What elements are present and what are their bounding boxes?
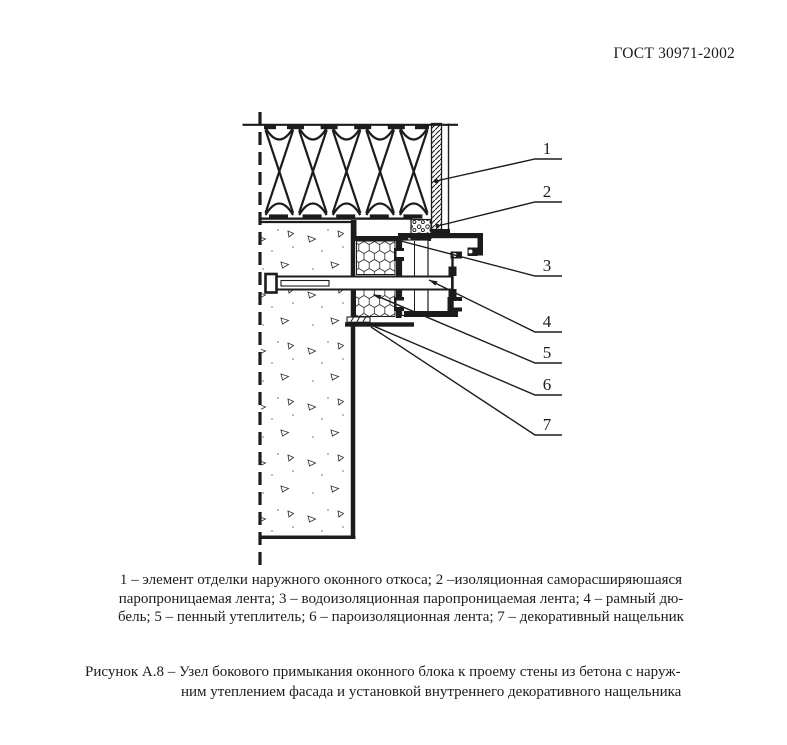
legend-line-1: 1 – элемент отделки наружного оконного о… xyxy=(119,572,683,588)
callout-label-5: 5 xyxy=(543,343,552,362)
frame-dowel xyxy=(264,272,453,294)
legend-line-3: бель; 5 – пенный утеплитель; 6 – пароизо… xyxy=(118,609,684,626)
figure-legend: 1 – элемент отделки наружного оконного о… xyxy=(90,571,712,627)
decorative-cover-strip xyxy=(345,322,414,327)
callout-6 xyxy=(363,321,562,396)
callout-5 xyxy=(373,293,562,364)
callout-4 xyxy=(428,279,562,333)
concrete-wall xyxy=(259,220,356,540)
callout-label-6: 6 xyxy=(543,375,552,394)
callout-7 xyxy=(370,326,562,436)
callout-label-4: 4 xyxy=(543,312,552,331)
callout-label-1: 1 xyxy=(543,139,552,158)
mounting-gap xyxy=(351,220,409,241)
caption-line-2: ним утеплением фасада и установкой внутр… xyxy=(181,683,682,700)
facade-insulation-hatch xyxy=(242,123,458,220)
callout-label-3: 3 xyxy=(543,256,552,275)
figure-caption: Рисунок А.8 – Узел бокового примыкания о… xyxy=(85,663,717,702)
caption-line-1: Рисунок А.8 – Узел бокового примыкания о… xyxy=(85,664,681,680)
callout-2 xyxy=(435,201,562,228)
callout-label-7: 7 xyxy=(543,415,552,434)
document-code: ГОСТ 30971-2002 xyxy=(613,45,735,62)
waterproof-tape xyxy=(356,236,408,241)
callout-3 xyxy=(398,239,562,277)
callout-1 xyxy=(434,158,562,183)
foam-insulation xyxy=(355,240,396,317)
legend-line-2: паропроницаемая лента; 3 – водоизоляцион… xyxy=(118,590,684,607)
vapour-barrier-tape xyxy=(346,316,371,323)
callout-label-2: 2 xyxy=(543,182,552,201)
